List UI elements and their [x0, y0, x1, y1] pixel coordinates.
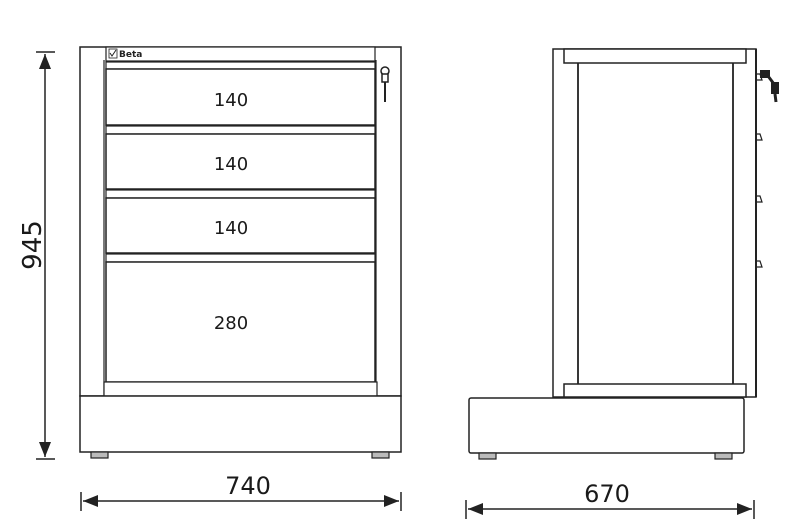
- drawer-2-height: 140: [214, 154, 248, 175]
- handle-icon: [756, 195, 763, 203]
- depth-dimension: 670: [465, 480, 755, 519]
- height-dimension: 945: [18, 51, 55, 460]
- front-view: Beta 140 140 140 280: [79, 46, 402, 459]
- foot-left: [478, 452, 497, 460]
- side-view: [468, 48, 779, 460]
- drawer-1: [105, 68, 376, 126]
- drawer-4: [105, 261, 376, 383]
- side-plinth: [468, 397, 745, 454]
- handle-icon: [756, 133, 763, 141]
- handle-icon: [756, 260, 763, 268]
- width-label: 740: [225, 472, 271, 500]
- drawer-4-height: 280: [214, 313, 248, 334]
- drawer-1-height: 140: [214, 90, 248, 111]
- width-dimension: 740: [80, 472, 402, 511]
- side-key-icon: [760, 70, 779, 103]
- foot-left: [90, 451, 109, 459]
- foot-right: [714, 452, 733, 460]
- drawer-3: [105, 197, 376, 254]
- drawer-3-height: 140: [214, 218, 248, 239]
- height-label: 945: [18, 220, 48, 270]
- brand-logo-icon: [108, 48, 118, 59]
- foot-right: [371, 451, 390, 459]
- brand-label: Beta: [119, 50, 142, 60]
- depth-label: 670: [584, 480, 630, 508]
- front-plinth: [79, 395, 402, 453]
- drawer-2: [105, 133, 376, 190]
- key-lock-icon: [380, 66, 390, 102]
